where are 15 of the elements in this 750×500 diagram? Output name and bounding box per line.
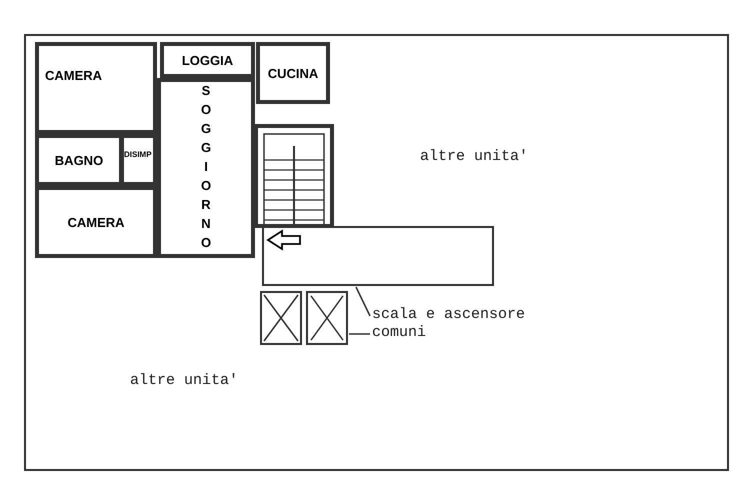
room-name: CAMERA [45,68,102,83]
room-name: CUCINA [268,66,318,80]
room-name: DISIMP [124,150,152,159]
lift-shaft [306,291,348,345]
leader-line [349,333,370,335]
room-outline [160,42,255,78]
area-label: altre unita' [420,148,528,165]
landing-outline [262,226,494,286]
callout-text: scala e ascensore comuni [372,306,562,342]
room-name: SOGGIORNO [198,82,214,254]
area-label: altre unita' [130,372,238,389]
room-name: BAGNO [54,152,104,168]
room-name: LOGGIA [182,52,234,68]
room-outline [256,42,330,104]
room-name: CAMERA [67,214,125,230]
